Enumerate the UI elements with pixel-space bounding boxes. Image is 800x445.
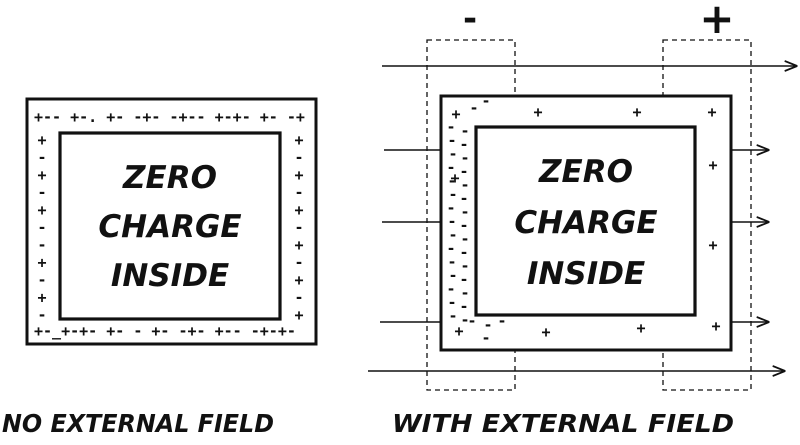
negative-charge: - [448,307,457,325]
negative-charge: - [460,311,469,329]
negative-charge: - [459,136,468,154]
negative-charge: - [460,230,469,248]
left-side-charge: - [37,271,46,289]
negative-charge: - [448,186,457,204]
left-side-charges: +-+-+--+-+- [37,131,46,324]
negative-charge: - [459,298,468,316]
left-side-charge: + [37,289,46,307]
right-conductor-outer [439,94,733,352]
negative-charge: - [460,284,469,302]
negative-charge: - [447,253,456,271]
left-cavity [58,131,282,321]
negative-charge: - [448,267,457,285]
positive-induced-charges: + + + + + + + + + + + [450,103,720,341]
negative-charge: - [448,226,457,244]
positive-charge: + [451,105,460,123]
left-inner-text-line-1: ZERO [122,160,217,196]
left-inner-text-line-3: INSIDE [111,258,229,294]
left-side-charge: - [37,149,46,167]
negative-charge: - [446,240,455,258]
negative-charge: - [460,176,469,194]
left-side-charge: + [37,131,46,149]
positive-dashed-region [662,39,752,391]
negative-charge: - [469,99,478,117]
negative-charge: - [459,271,468,289]
negative-charge: - [459,217,468,235]
negative-charge: - [446,280,455,298]
positive-charge: + [454,322,463,340]
negative-charge: - [481,329,490,347]
right-caption: WITH EXTERNAL FIELD [392,409,734,438]
left-caption: NO EXTERNAL FIELD [2,409,274,438]
positive-charge: + [541,323,550,341]
negative-charge: - [446,159,455,177]
positive-charge: + [533,103,542,121]
right-side-charge: - [294,184,303,202]
left-side-charge: - [37,184,46,202]
positive-charge: + [708,156,717,174]
right-side-charge: + [294,236,303,254]
negative-charge: - [447,213,456,231]
right-inner-text-line-1: ZERO [538,154,633,190]
right-panel: - + +++++++++++ ------------------------… [368,0,796,438]
negative-charge: - [447,294,456,312]
positive-charge: + [450,169,459,187]
right-side-charge: - [294,149,303,167]
negative-charge: - [459,244,468,262]
right-side-charge: - [294,289,303,307]
right-inner-text-line-2: CHARGE [514,205,657,241]
right-side-charge: + [294,131,303,149]
right-side-charge: + [294,166,303,184]
left-panel: +-- +-. +- -+- -+-- +-+- +- -+ +-_+-+- +… [2,97,318,438]
left-side-charge: + [37,254,46,272]
right-side-charge: - [294,219,303,237]
negative-charge: - [446,118,455,136]
negative-charge: - [460,122,469,140]
negative-charge: - [448,145,457,163]
negative-charge: - [446,199,455,217]
left-side-charge: - [37,306,46,324]
right-side-charge: + [294,201,303,219]
right-side-charge: - [294,254,303,272]
left-side-charge: - [37,236,46,254]
left-inner-text-line-2: CHARGE [98,209,241,245]
negative-charge: - [497,312,506,330]
right-cavity [474,125,697,317]
left-right-side-charges: +-+-+-+-+-+ [294,131,303,324]
positive-charge: + [632,103,641,121]
right-side-charge: + [294,271,303,289]
negative-charge: - [460,257,469,275]
right-inner-text-line-3: INSIDE [527,256,645,292]
left-top-charges: +-- +-. +- -+- -+-- +-+- +- -+ [34,108,305,126]
negative-charge: - [460,149,469,167]
right-side-charge: + [294,306,303,324]
negative-charge: - [459,163,468,181]
negative-charge: - [447,132,456,150]
negative-sign: - [463,0,477,39]
negative-charge: - [447,172,456,190]
negative-charge: - [467,312,476,330]
left-side-charge: - [37,219,46,237]
left-bottom-charges: +-_+-+- +- - +- -+- +-- -+-+- [34,322,296,340]
negative-charge: - [459,190,468,208]
negative-charge: - [481,92,490,110]
left-side-charge: + [37,166,46,184]
positive-charge: + [708,236,717,254]
positive-sign: + [699,0,734,43]
negative-charge: - [460,203,469,221]
left-conductor-outer [25,97,318,346]
left-side-charge: + [37,201,46,219]
positive-charge: + [636,319,645,337]
positive-charge: + [707,103,716,121]
negative-induced-charges: ------------------------------------ [446,92,506,347]
positive-charge: + [711,317,720,335]
negative-charge: - [483,316,492,334]
